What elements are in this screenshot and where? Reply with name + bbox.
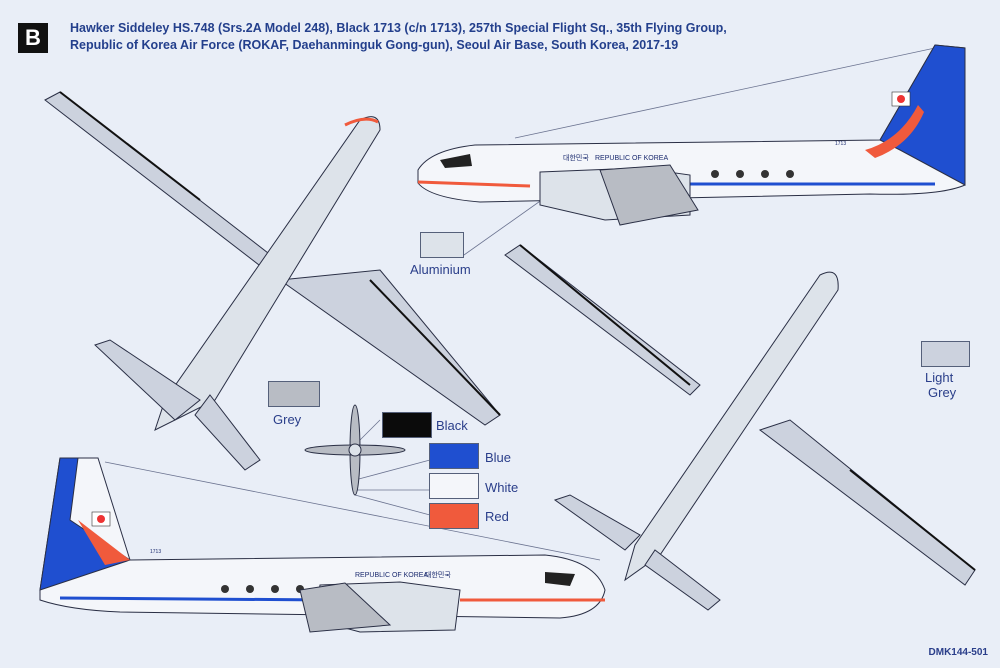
side-profile-bottom: REPUBLIC OF KOREA 대한민국 1713 xyxy=(39,457,606,633)
caption: Hawker Siddeley HS.748 (Srs.2A Model 248… xyxy=(70,20,790,54)
swatch-white xyxy=(429,473,479,499)
swatch-light-grey xyxy=(921,341,970,367)
swatch-blue xyxy=(429,443,479,469)
svg-text:REPUBLIC OF KOREA: REPUBLIC OF KOREA xyxy=(355,572,428,579)
side-profile-top: 대한민국 REPUBLIC OF KOREA 1713 xyxy=(417,44,966,226)
label-light: Light xyxy=(925,370,954,385)
product-code: DMK144-501 xyxy=(928,647,988,658)
svg-text:1713: 1713 xyxy=(150,549,161,555)
caption-line-2: Republic of Korea Air Force (ROKAF, Daeh… xyxy=(70,38,679,52)
svg-text:REPUBLIC OF KOREA: REPUBLIC OF KOREA xyxy=(595,155,668,162)
label-white: White xyxy=(485,480,519,495)
svg-text:1713: 1713 xyxy=(835,141,846,147)
label-blue: Blue xyxy=(485,450,512,465)
swatch-grey xyxy=(268,381,320,407)
caption-line-1: Hawker Siddeley HS.748 (Srs.2A Model 248… xyxy=(70,21,727,35)
svg-text:대한민국: 대한민국 xyxy=(425,570,451,579)
swatch-red xyxy=(429,503,479,529)
underside-plan xyxy=(504,244,976,611)
propeller-diagram xyxy=(304,404,406,496)
label-red: Red xyxy=(485,509,509,524)
svg-text:대한민국: 대한민국 xyxy=(563,153,589,162)
label-grey-2: Grey xyxy=(273,412,302,427)
swatch-aluminium xyxy=(420,232,464,258)
label-black: Black xyxy=(436,418,468,433)
swatch-black xyxy=(382,412,432,438)
label-aluminium: Aluminium xyxy=(410,262,471,277)
top-view-plan xyxy=(44,91,501,471)
label-grey: Grey xyxy=(928,385,957,400)
profile-letter-badge: B xyxy=(18,23,48,53)
